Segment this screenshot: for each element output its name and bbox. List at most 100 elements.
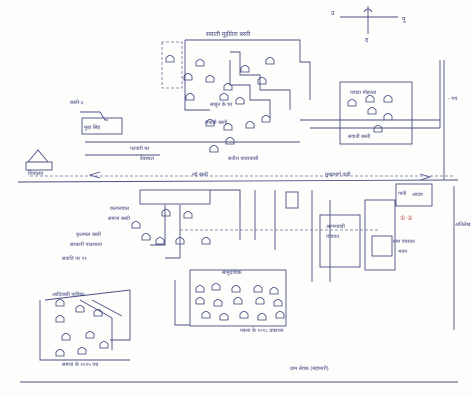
bottom-center-label: नक्शा के २०१८ प्रकाशन	[240, 327, 284, 334]
bottom-left-cluster: आदिवासी पाडिका समाज के २०१५ पथ	[39, 289, 131, 368]
compass-south: द	[365, 37, 369, 44]
right-tank-label-2: ग्राम पंचायत	[393, 238, 415, 245]
road-main-label: नई बस्ती	[192, 171, 208, 178]
hut-icon	[85, 331, 95, 339]
bottom-left-cluster-label: आदिवासी पाडिका	[52, 291, 85, 298]
hut-icon	[257, 77, 267, 85]
hut-icon	[183, 73, 193, 81]
hut-icon	[255, 297, 265, 305]
hut-icon	[141, 233, 151, 241]
left-building-label: मुन्ना सिंह	[84, 124, 100, 131]
center-top-label: सवाती बस्ती	[205, 119, 228, 126]
hut-icon	[195, 285, 205, 293]
hut-icon	[261, 115, 271, 123]
hut-icon	[233, 297, 243, 305]
hut-icon	[205, 75, 215, 83]
hut-icon	[99, 341, 109, 349]
hut-icon	[239, 311, 249, 319]
hut-icon	[365, 95, 375, 103]
hut-icon	[209, 145, 219, 153]
middle-label: पटवारी घर	[130, 145, 150, 152]
right-tank-label: पानी	[398, 190, 407, 197]
hut-icon	[201, 311, 211, 319]
red-mark: ① ②	[400, 215, 413, 222]
hut-icon	[240, 65, 250, 73]
hut-icon	[165, 55, 175, 63]
hut-icon	[175, 237, 185, 245]
hut-icons	[55, 55, 393, 357]
hut-icon	[185, 93, 195, 101]
hut-icon	[253, 285, 263, 293]
hut-icon	[195, 59, 205, 67]
hut-icon	[245, 121, 255, 129]
hut-icon	[93, 309, 103, 317]
left-mid-label-3: कृतमाल बस्ती	[76, 231, 102, 238]
hut-icon	[231, 285, 241, 293]
hut-icon	[205, 119, 215, 127]
hut-icon	[225, 137, 235, 145]
hut-icon	[383, 95, 393, 103]
far-left-label: शिवालय	[28, 170, 43, 177]
compass-icon: उ पू द	[331, 6, 406, 44]
temple-icon: शिवालय	[25, 149, 53, 177]
hut-icon	[219, 93, 229, 101]
hut-icon	[273, 299, 283, 307]
school-sub-label: पंचायत	[326, 233, 339, 240]
hut-icon	[275, 311, 285, 319]
center-grid	[139, 189, 380, 282]
hut-icon	[211, 283, 221, 291]
left-mid-label-4: सरकारी पाठशाला	[70, 241, 103, 248]
right-edge-bottom: अतिलेख	[455, 221, 471, 228]
hut-icon	[75, 305, 85, 313]
right-edge-top: - पथ	[448, 96, 458, 102]
center-bottom-block: सामुदायिक नक्शा के २०१८ प्रकाशन	[174, 269, 287, 334]
school-label: आगनवाडी	[326, 223, 345, 230]
center-bottom-label: सामुदायिक	[222, 269, 242, 276]
hut-icon	[201, 237, 211, 245]
hut-icon	[61, 333, 71, 341]
house-b-label: सतीश वाघरवासी	[228, 155, 259, 162]
left-mid-label-1: कल्पनावल	[110, 206, 130, 212]
west-hamlet: बस्ती-३ मुन्ना सिंह	[70, 99, 123, 135]
hut-icon	[183, 211, 193, 219]
hut-icon	[223, 83, 233, 91]
hut-icon	[219, 313, 229, 321]
hut-icon	[373, 125, 383, 133]
hut-icon	[131, 221, 141, 229]
compass-east: पू	[402, 16, 406, 23]
right-cluster: पवाडा मोहल्ला सवाती बस्ती	[339, 81, 413, 145]
hut-icon	[213, 299, 223, 307]
hut-icon	[269, 287, 279, 295]
house-a-label: साबुन के घर	[210, 101, 233, 108]
hut-icon	[55, 349, 65, 357]
hut-icon	[367, 107, 377, 115]
compass-north: उ	[331, 10, 335, 17]
hut-icon	[55, 299, 65, 307]
right-cluster-label-2: सवाती बस्ती	[348, 133, 371, 140]
left-mid-label-2: समाज बस्ती	[108, 215, 131, 222]
west-hamlet-label: बस्ती-३	[70, 99, 84, 106]
school-block: आगनवाडी पंचायत पानी ग्राम पंचायत भवन ① ②	[319, 183, 433, 271]
hut-icon	[383, 113, 393, 121]
right-cluster-label: पवाडा मोहल्ला	[350, 89, 377, 96]
signature: ग्राम सेवक (महामारी)	[290, 365, 329, 372]
hut-icon	[195, 297, 205, 305]
hut-icon	[235, 97, 245, 105]
right-tank-label-3: भवन	[398, 249, 407, 255]
hut-icon	[77, 347, 87, 355]
hut-icon	[265, 57, 275, 65]
left-mid-small-label: सवाति पर २१	[62, 255, 87, 262]
hut-icon	[161, 209, 171, 217]
hut-icon	[347, 99, 357, 107]
hut-icon	[257, 313, 267, 321]
hut-icon	[155, 237, 165, 245]
road-right-label: मुख्यमार्ग वाडी	[325, 171, 351, 178]
bottom-left-road-label: समाज के २०१५ पथ	[62, 361, 99, 368]
temple-label: देवस्थल	[140, 155, 155, 162]
top-cluster-label: सवाती मुहीठेरा बस्ती	[206, 30, 251, 38]
hut-icon	[55, 315, 65, 323]
hut-icon	[223, 123, 233, 131]
right-edge-mid: आदम	[412, 192, 424, 198]
